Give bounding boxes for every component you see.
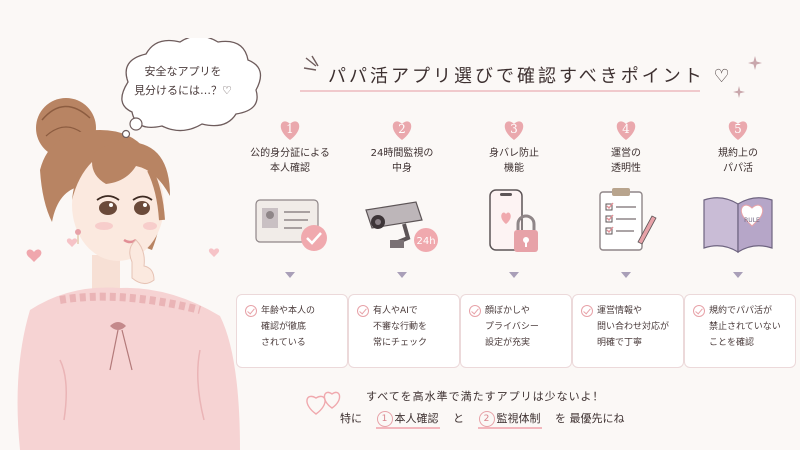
point-2: 2 24時間監視の中身 24h [354,118,450,278]
number-heart-icon: 4 [614,118,638,142]
point-title-line: 運営の [611,148,641,159]
title-underline [300,90,700,92]
down-arrow-icon [621,272,631,278]
point-number: 4 [622,122,630,136]
down-arrow-icon [285,272,295,278]
point-5: 5 規約上のパパ活 RULE [690,118,786,278]
check-circle-icon [469,305,481,317]
check-circle-icon [693,305,705,317]
point-title-line: 身バレ防止 [489,148,539,159]
point-title-line: 機能 [504,163,524,174]
point-title-line: 中身 [392,163,412,174]
sparkle-lines-icon [303,55,319,71]
sparkle-icon [748,56,762,70]
badge-24h: 24h [416,236,435,247]
page-title: パパ活アプリ選びで確認すべきポイント ♡ [328,66,733,87]
summary-line-1: すべてを高水準で満たすアプリは少ないよ！ [366,390,605,403]
summary-suffix: を 最優先にね [555,412,625,425]
check-circle-icon [357,305,369,317]
point-number: 3 [510,122,518,136]
cctv-camera-24h-icon: 24h [354,184,450,264]
point-title-line: 公的身分証による [250,148,330,159]
point-title-line: 本人確認 [270,163,310,174]
highlight-text: 本人確認 [394,412,439,425]
point-title-line: パパ活 [723,163,753,174]
point-desc-4: 運営情報や 問い合わせ対応が 明確で丁寧 [572,294,684,368]
rule-book-icon: RULE [690,184,786,264]
point-title-line: 24時間監視の [370,148,434,159]
number-heart-icon: 1 [278,118,302,142]
point-desc-3: 顔ぼかしや プライバシー 設定が充実 [460,294,572,368]
point-desc-1: 年齢や本人の 確認が徹底 されている [236,294,348,368]
point-number: 5 [734,122,742,136]
point-number: 1 [286,122,294,136]
point-title-line: 透明性 [611,163,641,174]
desc-text: 顔ぼかしや プライバシー 設定が充実 [485,306,539,348]
down-arrow-icon [509,272,519,278]
point-title: 運営の透明性 [578,146,674,178]
point-title: 規約上のパパ活 [690,146,786,178]
double-heart-icon [306,391,341,415]
thought-line-1: 安全なアプリを [144,65,222,78]
number-heart-icon: 5 [726,118,750,142]
highlight-text: 監視体制 [496,412,541,425]
point-3: 3 身バレ防止機能 [466,118,562,278]
circle-number: 2 [478,411,495,427]
desc-text: 年齢や本人の 確認が徹底 されている [261,306,316,348]
point-title: 身バレ防止機能 [466,146,562,178]
point-desc-2: 有人やAIで 不審な行動を 常にチェック [348,294,460,368]
point-title: 24時間監視の中身 [354,146,450,178]
number-heart-icon: 2 [390,118,414,142]
summary-and: と [453,412,464,425]
girl-illustration [17,98,240,450]
down-arrow-icon [733,272,743,278]
number-heart-icon: 3 [502,118,526,142]
point-desc-5: 規約でパパ活が 禁止されていない ことを確認 [684,294,796,368]
point-number: 2 [398,122,406,136]
title-block: パパ活アプリ選びで確認すべきポイント ♡ [300,55,730,96]
clipboard-checklist-icon [578,184,674,264]
phone-lock-icon [466,184,562,264]
desc-text: 有人やAIで 不審な行動を 常にチェック [373,306,428,348]
check-circle-icon [581,305,593,317]
point-4: 4 運営の透明性 [578,118,674,278]
summary-prefix: 特に [340,412,362,425]
down-arrow-icon [397,272,407,278]
thought-bubble: 安全なアプリを 見分けるには…？♡ [108,38,270,138]
circle-number: 1 [376,411,393,427]
sparkle-icon [733,86,745,98]
desc-text: 規約でパパ活が 禁止されていない ことを確認 [709,306,781,348]
point-1: 1 公的身分証による本人確認 [242,118,338,278]
point-title-line: 規約上の [718,148,758,159]
thought-line-2: 見分けるには…？♡ [134,84,232,97]
desc-text: 運営情報や 問い合わせ対応が 明確で丁寧 [597,306,670,348]
check-circle-icon [245,305,257,317]
point-title: 公的身分証による本人確認 [242,146,338,178]
thought-text: 安全なアプリを 見分けるには…？♡ [108,62,258,100]
book-label: RULE [744,217,760,224]
id-card-check-icon [242,184,338,264]
cloud-icon [121,38,262,138]
